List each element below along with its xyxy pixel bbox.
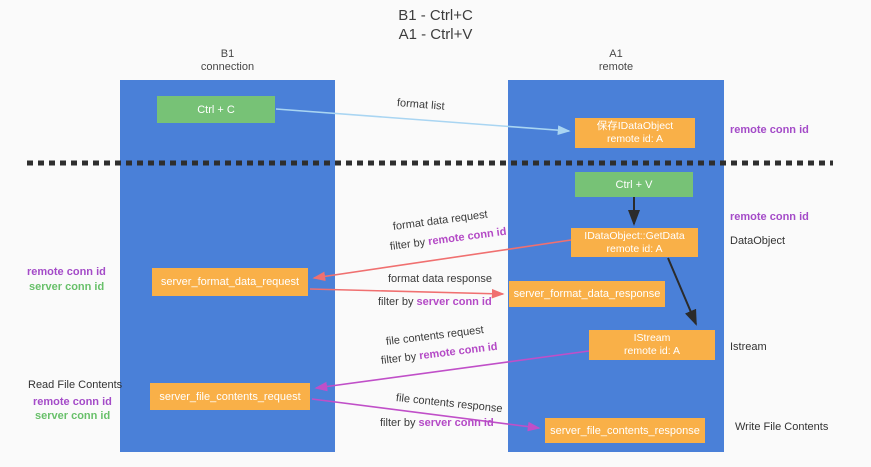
diagram-title: B1 - Ctrl+C A1 - Ctrl+V [0,6,871,44]
title-line-1: B1 - Ctrl+C [398,7,473,24]
format-list-arrow [275,108,571,135]
ctrl-c-box: Ctrl + C [157,96,275,123]
save-idataobject-line2: remote id: A [606,133,664,145]
istream-line2: remote id: A [623,345,681,357]
server-file-contents-response-box: server_file_contents_response [545,418,705,443]
title-line-2: A1 - Ctrl+V [398,26,473,43]
remote-conn-id-label-mid-right: remote conn id [730,211,809,223]
save-idataobject-line1: 保存IDataObject [596,120,674,132]
lane-b1-subtitle: connection [200,61,255,73]
idataobject-getdata-line2: remote id: A [606,242,663,255]
server-format-data-request-label: server_format_data_request [160,276,300,288]
idataobject-getdata-line1: IDataObject::GetData [584,229,685,242]
lane-header-b1: B1 connection [120,48,335,74]
remote-conn-id-label-left: remote conn id [27,266,106,278]
file-contents-response-filter-label: filter by server conn id [380,417,494,429]
server-format-data-response-box: server_format_data_response [509,281,665,307]
remote-conn-id-label-top-right: remote conn id [730,124,809,136]
idataobject-getdata-box: IDataObject::GetData remote id: A [571,228,698,257]
server-conn-id-key: server conn id [416,296,492,308]
lane-a1-name: A1 [609,48,623,60]
write-file-contents-label: Write File Contents [735,421,829,433]
format-data-request-arrow [312,239,572,282]
format-data-response-arrow [309,288,505,299]
save-idataobject-box: 保存IDataObject remote id: A [575,118,695,148]
filter-by-text: filter by [380,417,419,429]
server-conn-id-key: server conn id [418,417,494,429]
lane-b1-name: B1 [220,48,235,60]
getdata-to-istream-arrow [667,257,697,326]
ctrl-v-label: Ctrl + V [615,178,653,191]
server-format-data-response-label: server_format_data_response [513,288,661,300]
server-conn-id-label-left-bottom: server conn id [35,410,111,422]
file-contents-response-arrow [311,398,541,432]
lane-header-a1: A1 remote [508,48,724,74]
read-file-contents-label: Read File Contents [28,379,123,391]
server-file-contents-request-box: server_file_contents_request [150,383,310,410]
istream-side-label: Istream [730,341,767,353]
server-file-contents-request-label: server_file_contents_request [159,390,301,403]
istream-line1: IStream [633,332,671,344]
server-conn-id-label-left: server conn id [29,281,105,293]
file-contents-request-arrow [314,350,590,392]
istream-box: IStream remote id: A [589,330,715,360]
filter-by-text: filter by [378,296,417,308]
ctrl-v-box: Ctrl + V [575,172,693,197]
format-data-response-filter-label: filter by server conn id [378,296,492,308]
server-format-data-request-box: server_format_data_request [152,268,308,296]
dataobject-label: DataObject [730,235,786,247]
lane-a1-subtitle: remote [598,61,634,73]
remote-conn-id-label-left-bottom: remote conn id [33,396,112,408]
server-file-contents-response-label: server_file_contents_response [550,424,700,437]
ctrl-c-label: Ctrl + C [197,103,235,116]
format-data-response-label: format data response [388,273,492,285]
